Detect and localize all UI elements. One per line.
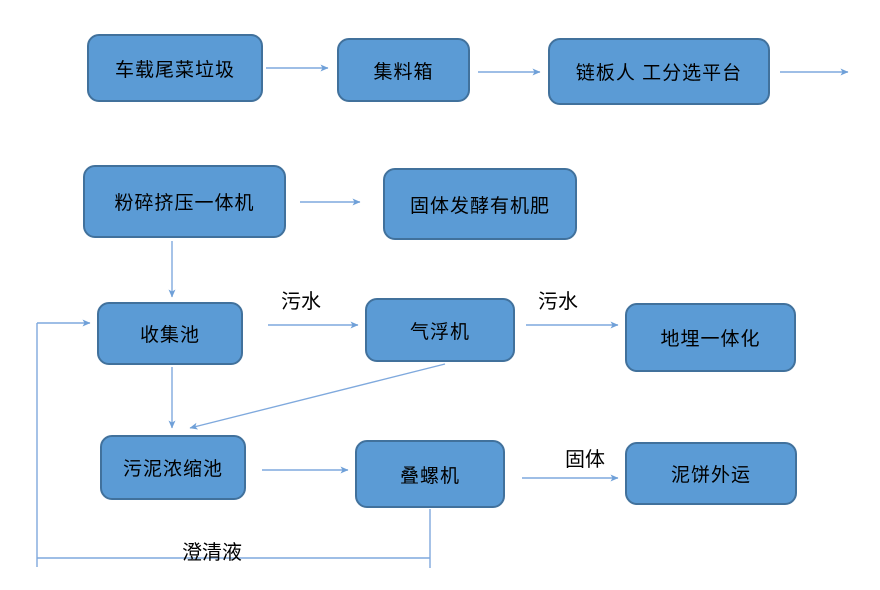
node-buried-treatment: 地埋一体化 [625,303,796,372]
node-vehicle-waste: 车载尾菜垃圾 [87,34,263,102]
edge-label-sewage-2: 污水 [538,291,578,313]
node-collection-box: 集料箱 [337,38,470,102]
node-sludge-thickener: 污泥浓缩池 [100,435,246,500]
node-crusher-press: 粉碎挤压一体机 [83,165,286,238]
edge-label-sewage-1: 污水 [281,291,321,313]
node-solid-fertilizer: 固体发酵有机肥 [383,168,577,240]
edge-label-clarified-liquid: 澄清液 [182,542,242,564]
node-screw-press: 叠螺机 [355,440,505,508]
node-air-flotation: 气浮机 [365,298,515,362]
node-collection-pool: 收集池 [97,302,243,365]
node-mudcake-transport: 泥饼外运 [625,442,797,505]
edge-label-solid: 固体 [565,449,605,471]
node-sorting-platform: 链板人 工分选平台 [548,38,770,105]
arrow-flotation-to-thickener [189,363,446,430]
